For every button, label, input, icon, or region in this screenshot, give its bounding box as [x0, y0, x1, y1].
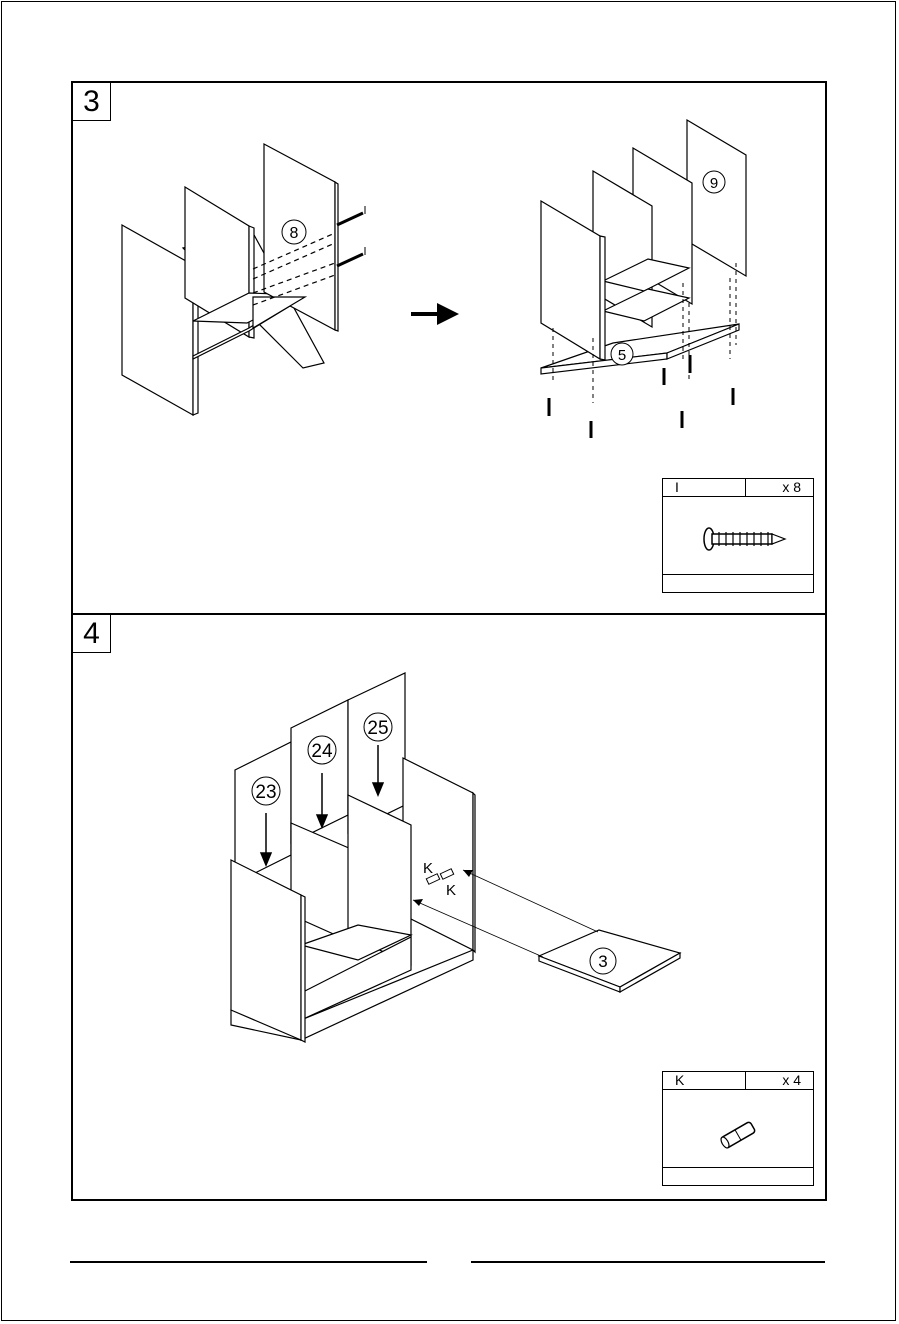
footer-rule-right — [471, 1261, 825, 1263]
dowel-label-k: K — [423, 860, 433, 877]
hardware-code: I — [675, 479, 679, 496]
footer-rule-left — [70, 1261, 427, 1263]
panel-23 — [235, 742, 291, 883]
side-panel-right — [541, 201, 600, 359]
dowel-icon — [663, 1090, 813, 1168]
part-label-8: 8 — [290, 225, 299, 242]
part-label-24: 24 — [311, 741, 333, 762]
side-panel-left — [122, 225, 193, 415]
part-label-5: 5 — [618, 347, 626, 364]
hardware-quantity: x 4 — [782, 1072, 801, 1089]
panel-9 — [687, 120, 746, 276]
part-label-3: 3 — [598, 952, 607, 971]
hardware-code: K — [675, 1072, 684, 1089]
screw-icon — [337, 213, 363, 266]
hardware-quantity: x 8 — [782, 479, 801, 496]
arrow-right-icon — [411, 303, 459, 325]
hardware-box-screw: I x 8 — [662, 478, 814, 593]
step-3-panel: 3 — [71, 81, 827, 615]
hardware-box-dowel: K x 4 — [662, 1071, 814, 1186]
part-label-9: 9 — [710, 175, 718, 192]
part-label-23: 23 — [255, 782, 276, 803]
part-label-25: 25 — [367, 718, 388, 739]
side-panel-right — [403, 758, 473, 950]
screw-icon — [663, 497, 813, 575]
step-4-panel: 4 — [71, 613, 827, 1201]
dowel-label-k: K — [446, 882, 456, 899]
